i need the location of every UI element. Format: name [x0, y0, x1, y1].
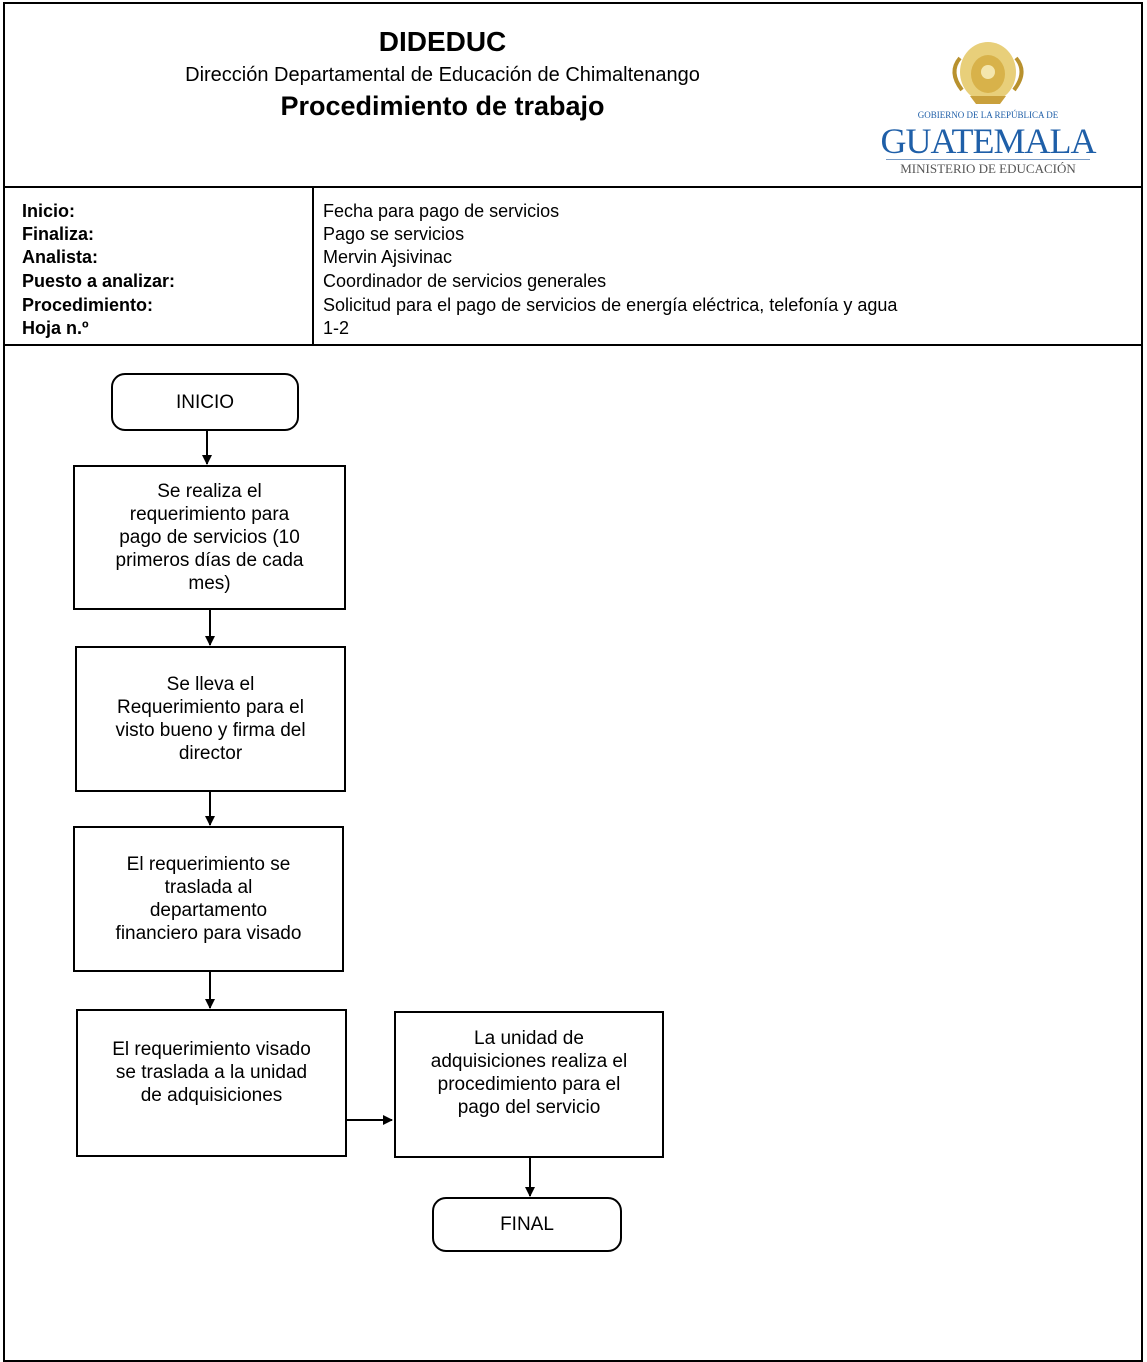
department-name: Dirección Departamental de Educación de … [185, 64, 700, 86]
label-procedimiento: Procedimiento: [22, 295, 154, 315]
step-4-label: El requerimiento visado se traslada a la… [112, 1039, 311, 1106]
process-step-4: El requerimiento visado se traslada a la… [76, 1009, 347, 1157]
start-terminal: INICIO [111, 373, 299, 431]
logo-rule [886, 159, 1090, 160]
logo-line2: GUATEMALA [880, 121, 1097, 161]
organization-name: DIDEDUC [378, 26, 507, 57]
label-inicio: Inicio: [22, 201, 75, 221]
label-analista: Analista: [22, 247, 99, 267]
end-terminal: FINAL [432, 1197, 622, 1252]
value-analista: Mervin Ajsivinac [323, 247, 453, 267]
label-hoja: Hoja n.º [22, 318, 89, 338]
step-1-label: Se realiza el requerimiento para pago de… [115, 481, 304, 594]
step-5-label: La unidad de adquisiciones realiza el pr… [430, 1028, 628, 1118]
step-3-label: El requerimiento se traslada al departam… [115, 854, 302, 944]
value-procedimiento: Solicitud para el pago de servicios de e… [323, 295, 898, 315]
value-hoja: 1-2 [323, 318, 350, 338]
start-label: INICIO [175, 391, 235, 413]
value-finaliza: Pago se servicios [323, 224, 465, 244]
value-puesto: Coordinador de servicios generales [323, 271, 607, 291]
label-finaliza: Finaliza: [22, 224, 95, 244]
process-step-1: Se realiza el requerimiento para pago de… [73, 465, 346, 610]
coat-of-arms-icon [952, 42, 1024, 104]
page-title: Procedimiento de trabajo [280, 91, 605, 121]
step-2-label: Se lleva el Requerimiento para el visto … [115, 674, 306, 764]
logo-line1: GOBIERNO DE LA REPÚBLICA DE [917, 110, 1059, 120]
logo-line3: MINISTERIO DE EDUCACIÓN [900, 161, 1076, 176]
info-column-divider [312, 187, 314, 345]
ministry-logo: GOBIERNO DE LA REPÚBLICA DE GUATEMALA MI… [878, 38, 1098, 176]
process-step-2: Se lleva el Requerimiento para el visto … [75, 646, 346, 792]
end-label: FINAL [500, 1214, 554, 1235]
label-puesto: Puesto a analizar: [22, 271, 176, 291]
info-divider [3, 344, 1143, 346]
header-divider [3, 186, 1143, 188]
process-step-3: El requerimiento se traslada al departam… [73, 826, 344, 972]
process-step-5: La unidad de adquisiciones realiza el pr… [394, 1011, 664, 1158]
value-inicio: Fecha para pago de servicios [323, 201, 560, 221]
